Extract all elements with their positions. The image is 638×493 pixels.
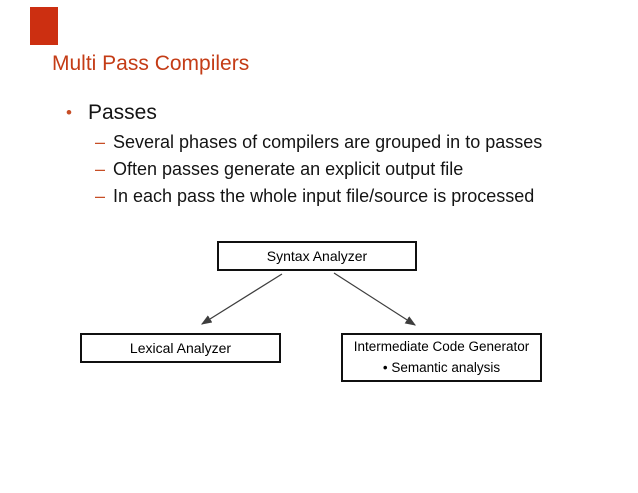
sub-bullet-item: – Several phases of compilers are groupe… [95,130,542,154]
bullet-dot-marker: • [66,103,72,122]
bullet-label: Passes [88,101,157,124]
sub-bullet-item: – In each pass the whole input file/sour… [95,184,534,208]
lexical-analyzer-label: Lexical Analyzer [129,340,232,356]
bullet-item-passes: • Passes [66,100,157,125]
dash-marker: – [95,186,106,206]
syntax-analyzer-label: Syntax Analyzer [266,248,368,264]
sub-bullet-item: – Often passes generate an explicit outp… [95,157,463,181]
semantic-analysis-sublabel: • Semantic analysis [382,360,501,375]
intermediate-code-generator-box: Intermediate Code Generator • Semantic a… [341,333,542,382]
intermediate-code-generator-label: Intermediate Code Generator [353,339,530,354]
sub-bullet-text: In each pass the whole input file/source… [113,186,535,206]
dash-marker: – [95,159,106,179]
red-accent-bar [30,7,58,45]
dash-marker: – [95,132,106,152]
arrow-syntax-to-intermediate [333,272,417,326]
arrow-syntax-to-lexical [200,273,283,325]
sub-bullet-text: Several phases of compilers are grouped … [113,132,543,152]
syntax-analyzer-box: Syntax Analyzer [217,241,417,271]
sub-bullet-text: Often passes generate an explicit output… [113,159,464,179]
lexical-analyzer-box: Lexical Analyzer [80,333,281,363]
slide-title: Multi Pass Compilers [52,52,250,75]
